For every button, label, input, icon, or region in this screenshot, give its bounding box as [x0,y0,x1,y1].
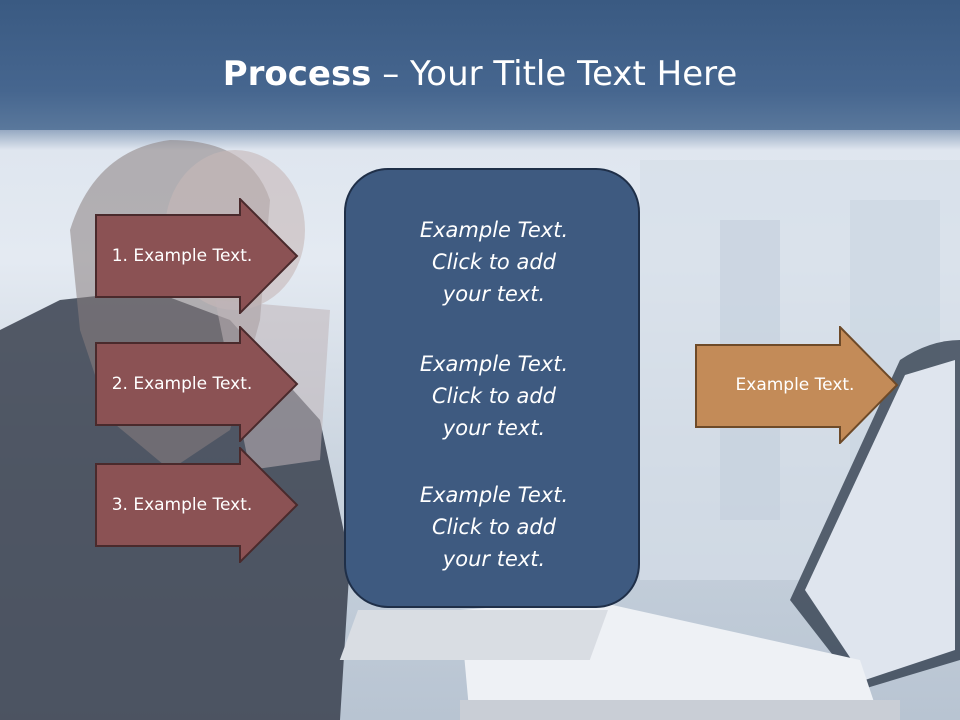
center-paragraph-3: Example Text. Click to add your text. [346,479,642,575]
arrow-shape [95,447,299,563]
arrow-shape [95,326,299,442]
paragraph-line: Click to add [431,250,556,274]
title-bold: Process [222,54,372,94]
left-arrow-2[interactable]: 2. Example Text. [95,326,299,442]
slide-title: Process – Your Title Text Here [0,52,960,96]
left-arrow-label: 3. Example Text. [111,495,253,515]
center-paragraph-1: Example Text. Click to add your text. [346,214,642,310]
left-arrow-label: 1. Example Text. [111,246,253,266]
paragraph-line: Example Text. [419,352,569,376]
center-text-box[interactable]: Example Text. Click to add your text. Ex… [344,168,640,608]
left-arrow-label: 2. Example Text. [111,374,253,394]
paragraph-line: Click to add [431,515,556,539]
title-rest: – Your Title Text Here [371,54,738,94]
arrow-shape [695,326,899,444]
center-paragraph-2: Example Text. Click to add your text. [346,348,642,444]
arrow-shape [95,198,299,314]
paragraph-line: Example Text. [419,218,569,242]
left-arrow-1[interactable]: 1. Example Text. [95,198,299,314]
left-arrow-3[interactable]: 3. Example Text. [95,447,299,563]
right-arrow[interactable]: Example Text. [695,326,899,444]
paragraph-line: your text. [442,282,546,306]
right-arrow-label: Example Text. [735,375,855,395]
slide-header [0,0,960,130]
paragraph-line: your text. [442,547,546,571]
paragraph-line: Click to add [431,384,556,408]
paragraph-line: Example Text. [419,483,569,507]
paragraph-line: your text. [442,416,546,440]
